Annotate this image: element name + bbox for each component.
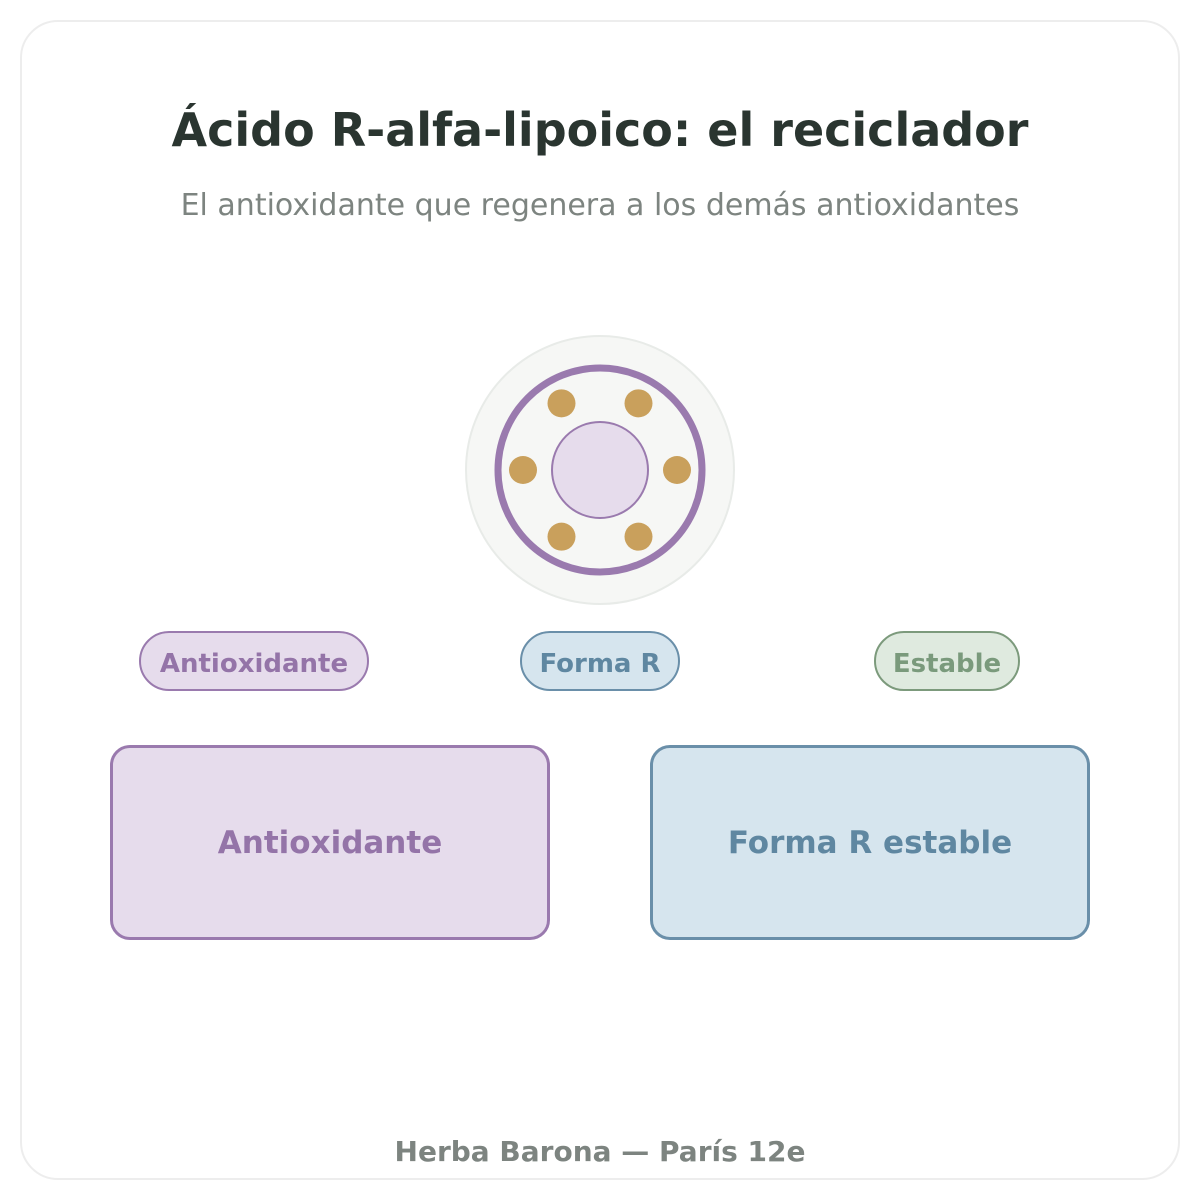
emblem-dot	[547, 522, 576, 551]
emblem-dot	[624, 522, 653, 551]
page-title: Ácido R-alfa-lipoico: el reciclador	[171, 103, 1029, 157]
tag-estable: Estable	[874, 631, 1020, 691]
emblem-core	[551, 421, 649, 519]
tag-antioxidante: Antioxidante	[139, 631, 369, 691]
card-antioxidante: Antioxidante	[110, 745, 550, 940]
card-forma-r-estable: Forma R estable	[650, 745, 1090, 940]
emblem-dot	[624, 389, 653, 418]
antioxidant-molecule-icon	[465, 335, 735, 605]
emblem-dot	[509, 456, 537, 484]
page-subtitle: El antioxidante que regenera a los demás…	[180, 188, 1020, 223]
emblem-dots	[509, 389, 691, 551]
footer-brand: Herba Barona — París 12e	[394, 1135, 806, 1168]
tag-forma-r: Forma R	[520, 631, 680, 691]
emblem-dot	[663, 456, 691, 484]
emblem-dot	[547, 389, 576, 418]
